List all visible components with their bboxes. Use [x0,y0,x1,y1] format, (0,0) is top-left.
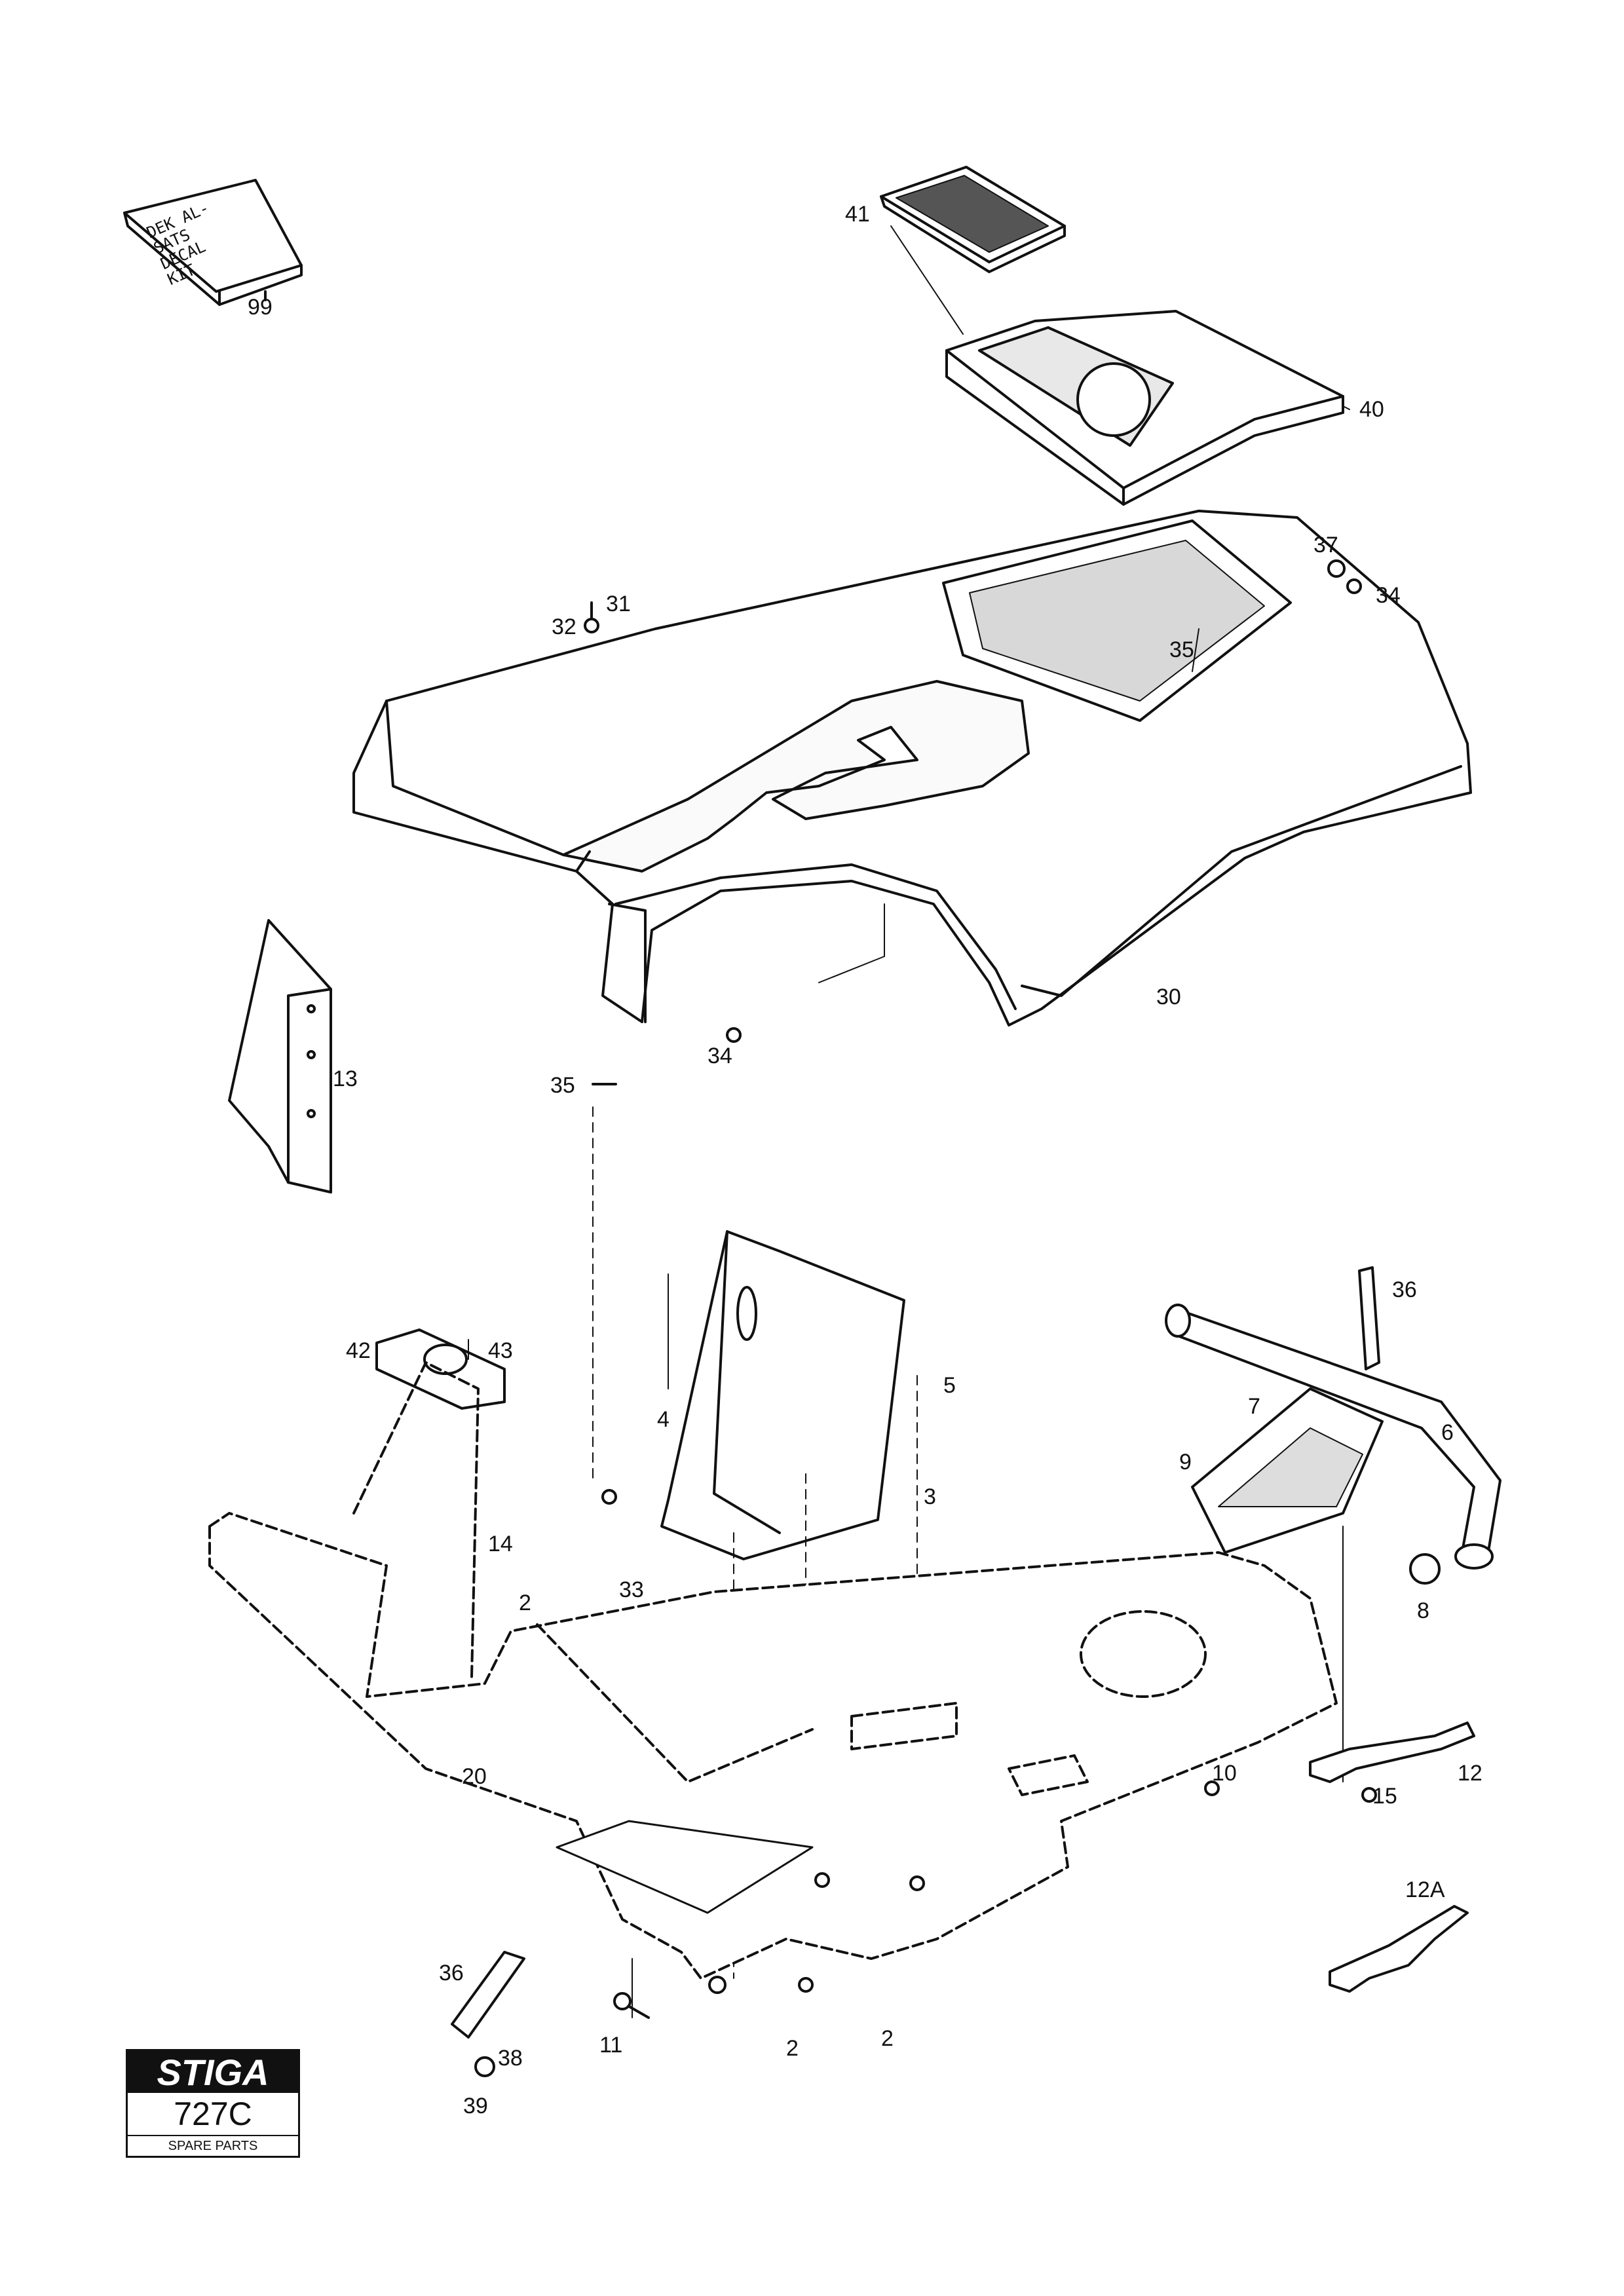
callout-38: 38 [498,2046,523,2071]
callout-5: 5 [943,1373,956,1398]
bracket-12a-part [1329,1905,1469,1993]
callout-20: 20 [462,1764,487,1789]
callout-39: 39 [463,2094,488,2118]
callout-7: 7 [1248,1394,1260,1419]
side-panel-part [228,919,332,1194]
hardware-small-parts [584,559,1362,1481]
model-number: 727C [174,2096,252,2132]
callout-36-bottom: 36 [439,1961,464,1985]
link-arm-upper-part [1358,1266,1380,1370]
callout-13: 13 [333,1066,358,1091]
callout-37: 37 [1313,533,1338,557]
callout-36-top: 36 [1392,1277,1417,1302]
callout-12a: 12A [1405,1877,1445,1902]
stiga-logotype-icon: STIGA [157,2052,269,2093]
callout-11: 11 [599,2033,623,2058]
callout-2-left: 2 [519,1590,531,1615]
callout-41: 41 [845,202,870,227]
callout-99: 99 [248,295,273,320]
callout-14: 14 [488,1532,513,1556]
spare-parts-label: SPARE PARTS [128,2135,298,2156]
callout-6: 6 [1441,1420,1454,1445]
callout-42: 42 [346,1338,371,1363]
callout-33: 33 [619,1577,644,1602]
callout-2-bottom-mid: 2 [786,2036,799,2061]
grille-part [880,166,1066,335]
callout-34-top: 34 [1376,583,1401,608]
decal-kit-part [123,179,303,306]
link-arm-lower-part [451,1951,633,2077]
callout-43: 43 [488,1338,513,1363]
callout-9: 9 [1179,1450,1192,1475]
hood-part [352,510,1472,1026]
stiga-logotype-text: STIGA [157,2052,269,2093]
chassis-frame-part [208,1361,1338,1980]
stiga-logo: STIGA 727C SPARE PARTS [126,2049,300,2158]
callout-8: 8 [1417,1598,1429,1623]
callout-32: 32 [552,614,576,639]
callout-40: 40 [1359,397,1384,422]
callout-15: 15 [1372,1784,1397,1809]
callout-3: 3 [924,1484,936,1509]
callout-4: 4 [657,1407,670,1432]
callout-10: 10 [1212,1761,1237,1786]
callout-34-mid: 34 [708,1044,732,1068]
callout-12: 12 [1458,1761,1482,1786]
bolt-11-part [613,1992,650,2019]
bumper-tube-part [1165,1304,1501,1782]
bracket-12-part [1309,1722,1475,1783]
stiga-brand-mark: STIGA [128,2051,298,2093]
console-cover-part [945,310,1350,506]
callout-30: 30 [1156,985,1181,1009]
callout-35-top: 35 [1169,637,1194,662]
callout-31: 31 [606,592,631,616]
callout-35-mid: 35 [550,1073,575,1098]
callout-2-bottom-right: 2 [881,2026,894,2051]
